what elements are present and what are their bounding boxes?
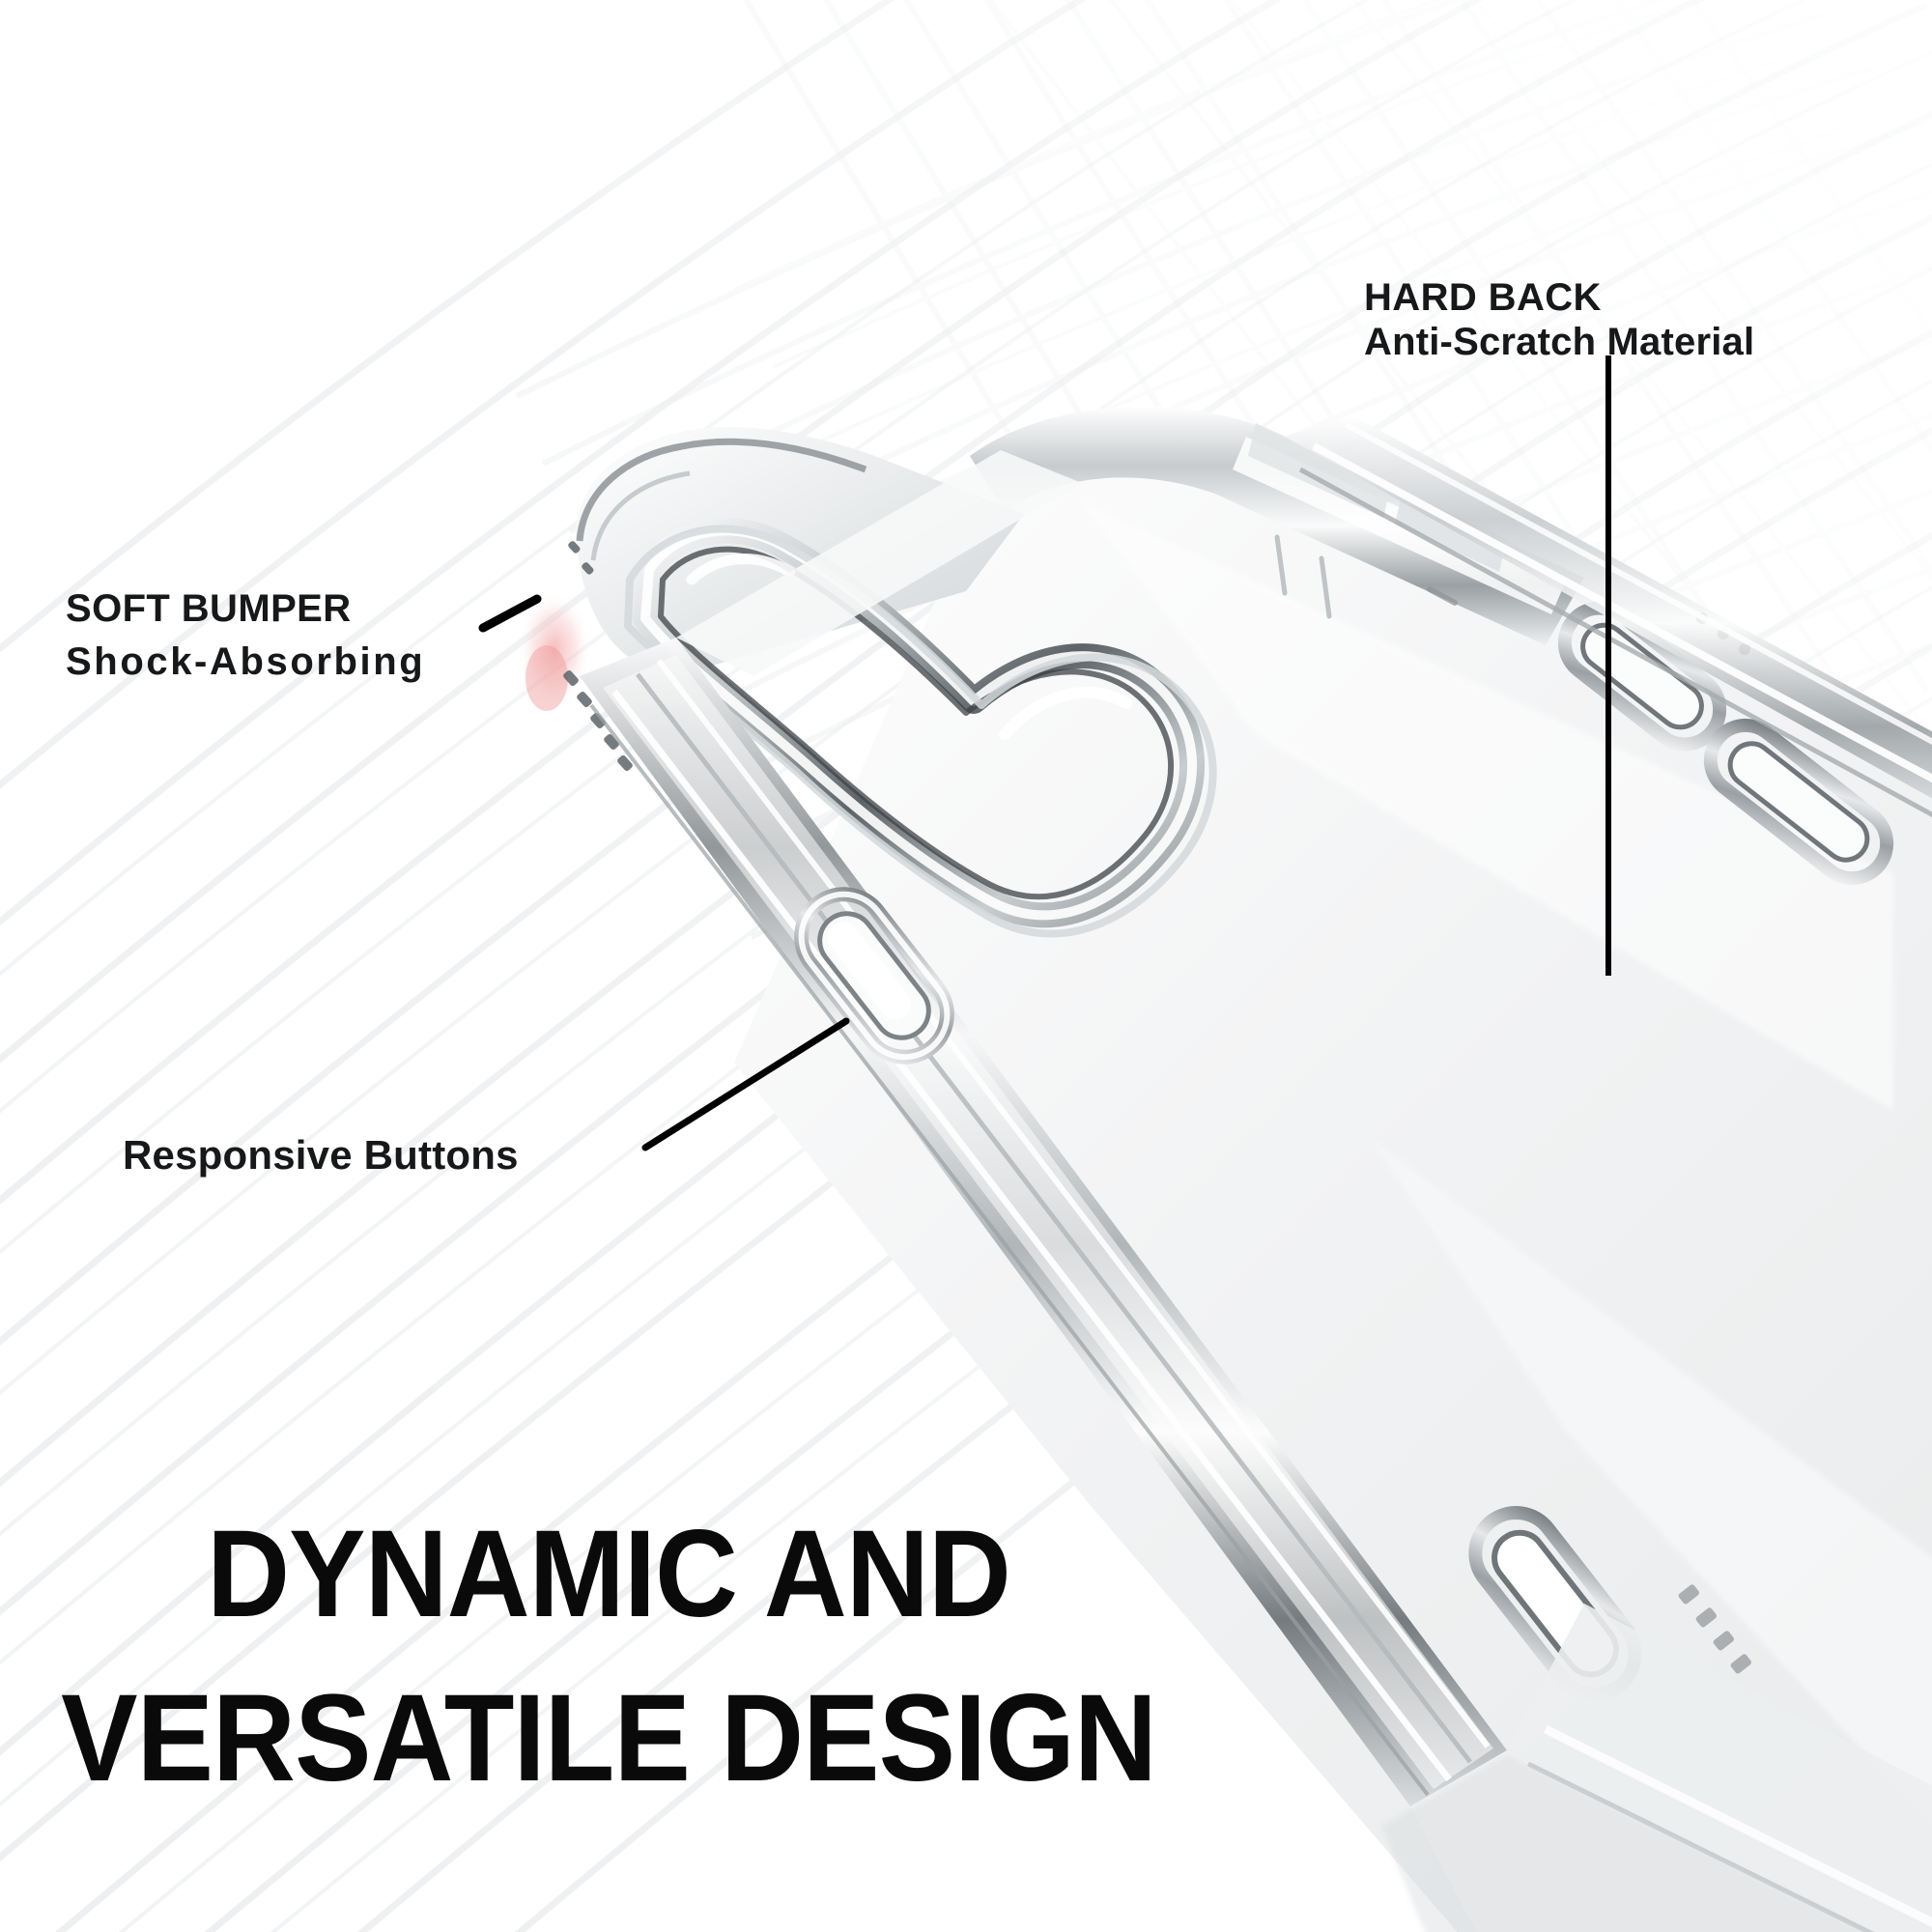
callout-soft-bumper-title: SOFT BUMPER bbox=[66, 587, 352, 630]
callout-hard-back-title: HARD BACK bbox=[1364, 276, 1602, 319]
headline-line-2: VERSATILE DESIGN bbox=[61, 1669, 1157, 1808]
callout-responsive-buttons-title: Responsive Buttons bbox=[123, 1132, 519, 1178]
callout-responsive-buttons: Responsive Buttons bbox=[123, 1132, 519, 1179]
headline-line-1: DYNAMIC AND bbox=[207, 1505, 1011, 1643]
leader-line-soft-bumper bbox=[478, 594, 542, 633]
leader-line-responsive-buttons bbox=[641, 1017, 850, 1151]
callout-hard-back-subtitle: Anti-Scratch Material bbox=[1364, 320, 1755, 363]
callout-soft-bumper-subtitle: Shock-Absorbing bbox=[66, 639, 426, 683]
callout-hard-back: HARD BACK Anti-Scratch Material bbox=[1364, 276, 1754, 364]
callout-soft-bumper: SOFT BUMPER Shock-Absorbing bbox=[66, 587, 425, 684]
headline: DYNAMIC AND VERSATILE DESIGN bbox=[0, 1492, 1217, 1821]
